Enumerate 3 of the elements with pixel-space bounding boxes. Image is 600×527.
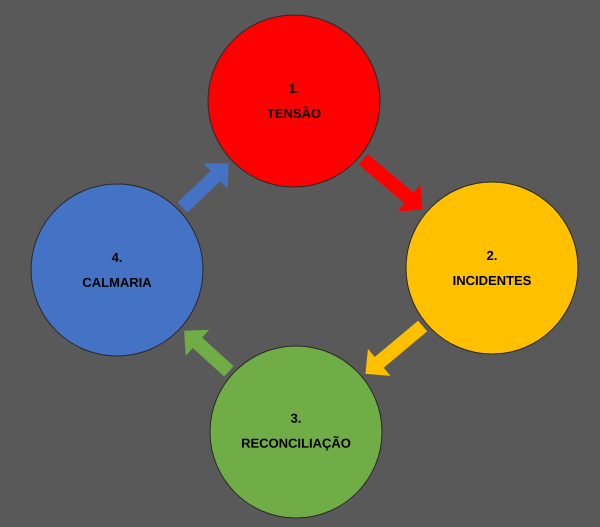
block-arrow <box>184 330 234 376</box>
block-arrow <box>358 154 423 212</box>
block-arrow <box>178 163 228 213</box>
